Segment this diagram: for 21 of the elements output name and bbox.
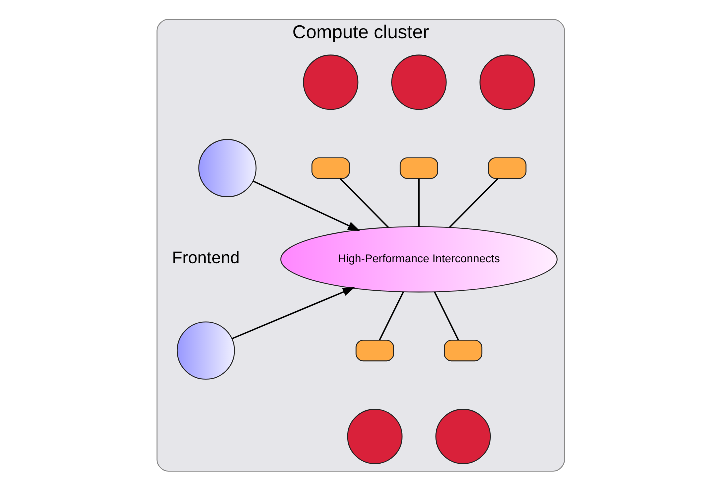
connector: [434, 292, 459, 341]
arrow: [252, 180, 360, 232]
connector: [418, 178, 420, 227]
node-circle: [198, 139, 256, 198]
arrow: [232, 287, 355, 340]
node-circle: [435, 409, 491, 464]
node-circle: [346, 409, 402, 464]
label: Frontend: [172, 248, 240, 268]
node-circle: [176, 322, 235, 380]
node-circle: [391, 54, 446, 110]
node-box: [444, 340, 482, 362]
node-box: [488, 158, 526, 180]
connector: [378, 292, 404, 341]
node-box: [355, 340, 394, 362]
connector: [339, 178, 389, 228]
node-box: [311, 158, 350, 180]
node-circle: [479, 54, 535, 110]
connector: [448, 178, 498, 228]
node-ellipse: High-Performance Interconnects: [280, 226, 558, 293]
node-circle: [302, 54, 358, 110]
node-box: [399, 158, 438, 180]
